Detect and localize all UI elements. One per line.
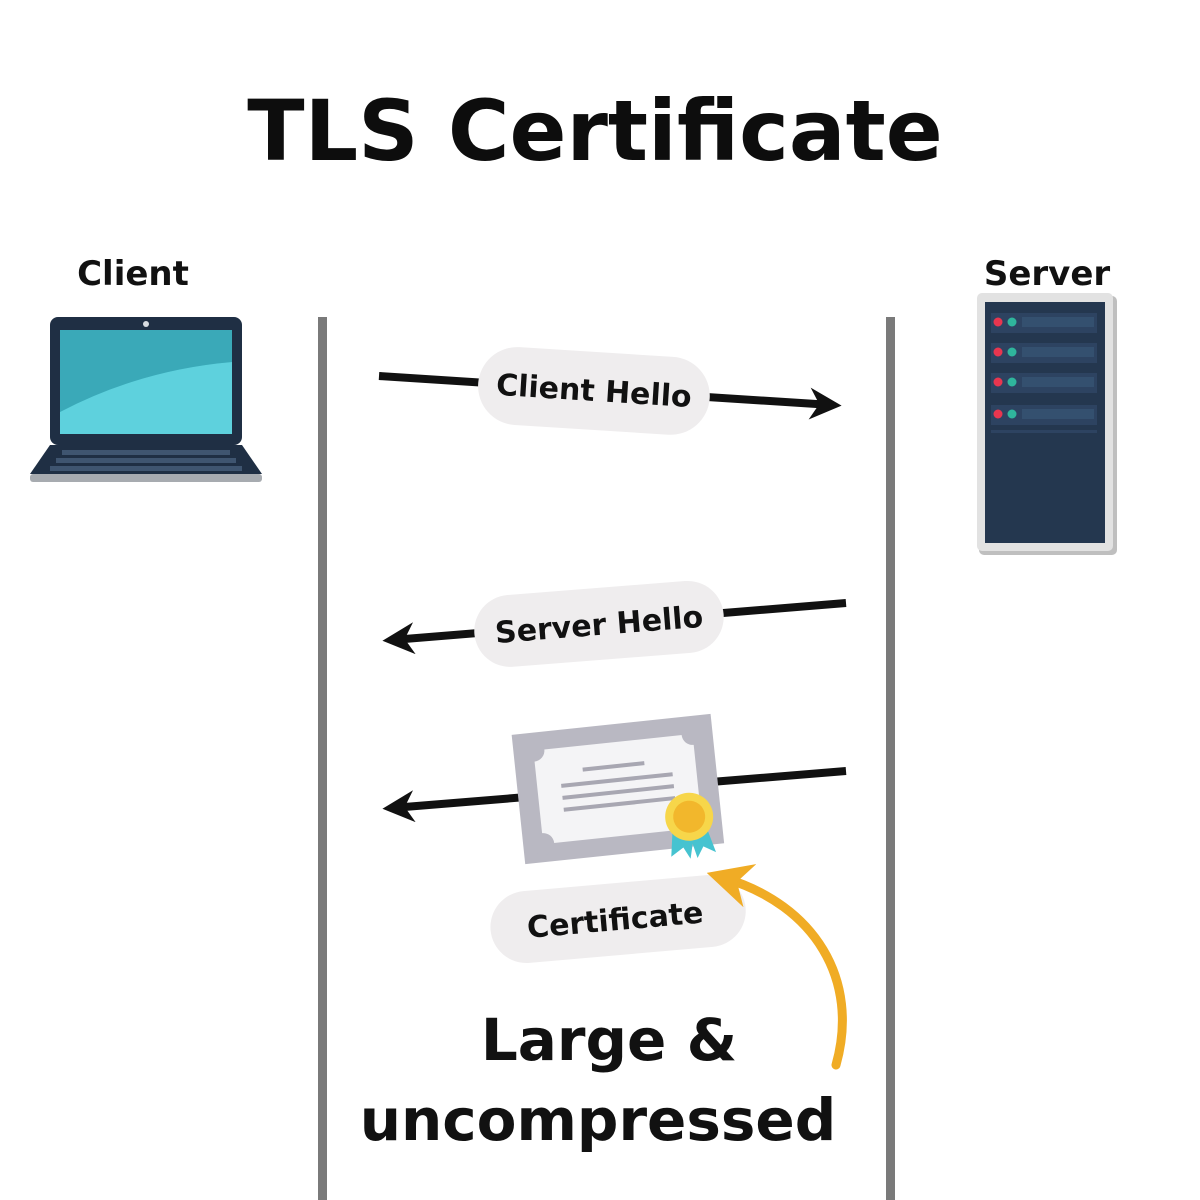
server-hello-message: Server Hello [382,580,847,667]
annotation-arrow [706,864,847,1070]
annotation-line-1: Large & [481,1006,737,1074]
server-hello-pill [474,580,724,667]
client-hello-message: Client Hello [378,347,842,435]
server-label: Server [984,254,1111,294]
page-title: TLS Certificate [247,82,942,180]
client-label: Client [77,254,189,294]
client-hello-pill [478,347,710,435]
laptop-icon [30,317,262,482]
certificate-pill [490,874,746,964]
client-lifeline [318,317,327,1200]
annotation-line-2: uncompressed [360,1086,837,1154]
server-lifeline [886,317,895,1200]
certificate-message: Certificate [382,713,847,964]
certificate-icon [511,713,725,865]
server-rack-icon [977,293,1117,555]
